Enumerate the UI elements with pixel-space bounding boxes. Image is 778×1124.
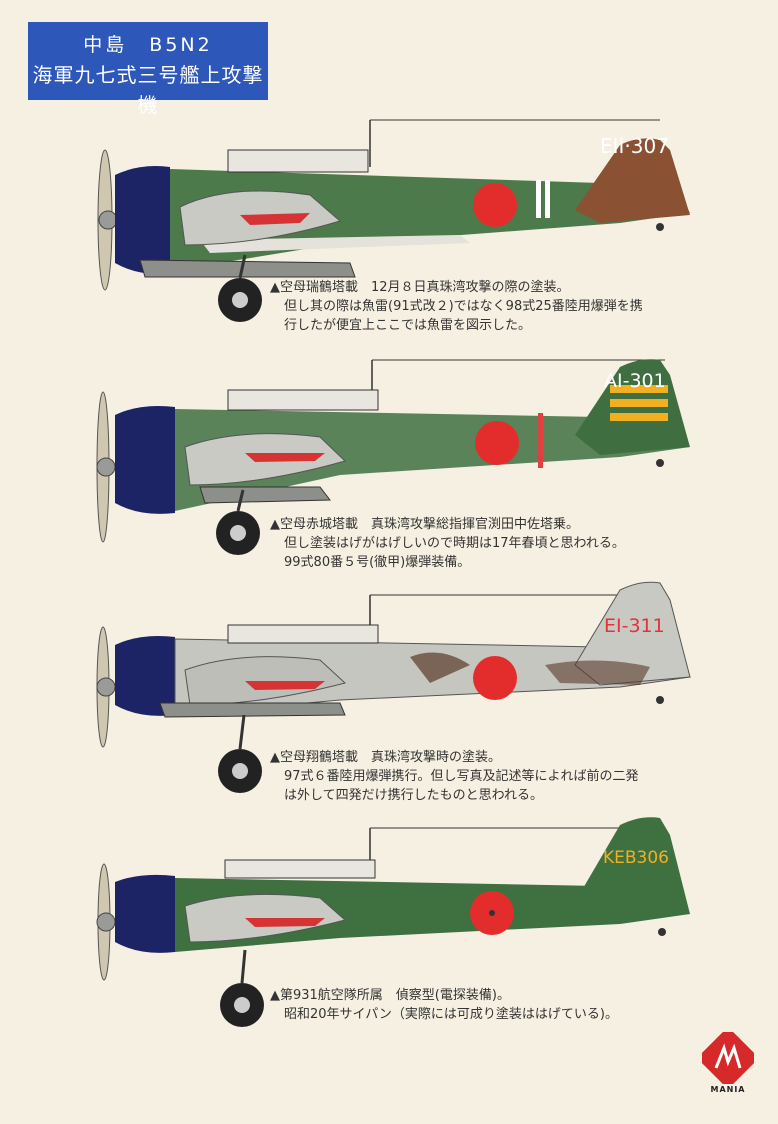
tail-fin xyxy=(575,817,690,922)
tail-code-1: EII·307 xyxy=(600,134,669,158)
caption-3-line-1: ▲空母翔鶴塔載 真珠湾攻撃時の塗装。 xyxy=(270,750,501,765)
caption-1: ▲空母瑞鶴塔載 12月８日真珠湾攻撃の際の塗装。 但し其の際は魚雷(91式改２)… xyxy=(270,278,643,335)
caption-4-line-2: 昭和20年サイパン（実際には可成り塗装ははげている)。 xyxy=(284,1007,619,1022)
caption-1-line-2: 但し其の際は魚雷(91式改２)ではなく98式25番陸用爆弾を携 xyxy=(284,299,643,314)
logo-mark-icon xyxy=(696,1026,760,1090)
caption-1-line-3: 行したが便宜上ここでは魚雷を図示した。 xyxy=(284,318,532,333)
caption-2-line-1: ▲空母赤城塔載 真珠湾攻撃総指揮官渕田中佐塔乗。 xyxy=(270,517,579,532)
tail-fin xyxy=(575,359,690,455)
caption-3: ▲空母翔鶴塔載 真珠湾攻撃時の塗装。 97式６番陸用爆弾携行。但し写真及記述等に… xyxy=(270,748,639,805)
tail-fin xyxy=(575,138,690,223)
aircraft-illustration-1 xyxy=(97,119,690,322)
title-box: 中島 B5N2 海軍九七式三号艦上攻撃機 xyxy=(28,22,268,117)
title-model: 中島 B5N2 xyxy=(83,34,213,56)
caption-4: ▲第931航空隊所属 偵察型(電探装備)。 昭和20年サイパン（実際には可成り塗… xyxy=(270,986,618,1024)
fuselage xyxy=(175,409,690,511)
aircraft-illustration-2 xyxy=(96,359,690,555)
caption-3-line-3: は外して四発だけ携行したものと思われる。 xyxy=(284,788,543,803)
aircraft-illustration-4 xyxy=(96,817,690,1027)
caption-3-line-2: 97式６番陸用爆弾携行。但し写真及記述等によれば前の二発 xyxy=(284,769,639,784)
caption-1-line-1: ▲空母瑞鶴塔載 12月８日真珠湾攻撃の際の塗装。 xyxy=(270,280,570,295)
caption-2-line-2: 但し塗装はげがはげしいので時期は17年春頃と思われる。 xyxy=(284,536,625,551)
aircraft-illustration-3 xyxy=(96,581,691,793)
tail-code-4: KEB306 xyxy=(603,848,669,868)
caption-2: ▲空母赤城塔載 真珠湾攻撃総指揮官渕田中佐塔乗。 但し塗装はげがはげしいので時期… xyxy=(270,515,625,572)
tail-fin xyxy=(574,581,691,686)
caption-2-line-3: 99式80番５号(徹甲)爆弾装備。 xyxy=(284,555,471,570)
logo-text: MANIA xyxy=(710,1085,746,1094)
tail-code-3: EI-311 xyxy=(604,615,665,637)
publisher-logo: MANIA xyxy=(696,1026,760,1096)
tail-code-2: AI-301 xyxy=(604,370,666,392)
title-designation: 海軍九七式三号艦上攻撃機 xyxy=(32,63,264,117)
caption-4-line-1: ▲第931航空隊所属 偵察型(電探装備)。 xyxy=(270,988,510,1003)
